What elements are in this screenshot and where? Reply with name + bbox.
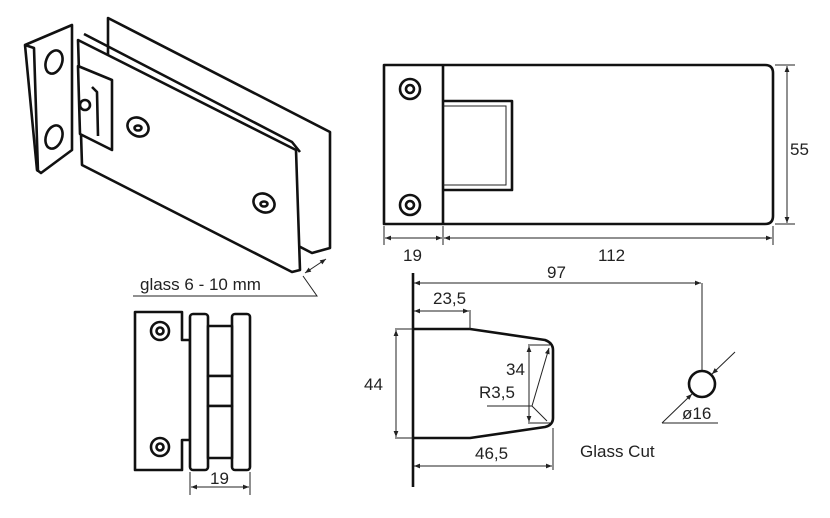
- front-clamp-plate: [76, 38, 302, 274]
- front-view: 55 19 112: [382, 63, 809, 265]
- clamp-length-dimension: 112: [598, 246, 625, 265]
- hinge-knuckle: [76, 64, 114, 152]
- clamp-screw-1: [126, 116, 150, 138]
- front-outline: [382, 63, 775, 226]
- glass-thickness-arrow: [304, 258, 327, 274]
- inner-height-dimension: 34: [506, 360, 525, 379]
- clamp-screw-2: [252, 192, 276, 214]
- hole-distance-dimension: 97: [547, 263, 566, 282]
- wall-plate-hole-bottom: [44, 124, 64, 150]
- hinge-screw: [78, 98, 92, 112]
- mount-hole-top: [398, 77, 422, 101]
- isometric-view: glass 6 - 10 mm: [23, 16, 332, 297]
- glass-cut-title: Glass Cut: [580, 442, 655, 461]
- wall-plate-hole-top: [44, 49, 64, 75]
- mount-hole-bottom: [398, 193, 422, 217]
- radius-dimension: R3,5: [479, 383, 515, 402]
- cut-height-dimension: 44: [364, 375, 383, 394]
- glass-hole: [687, 369, 717, 399]
- glass-cut-outline: [413, 327, 555, 440]
- glass-thickness-label: glass 6 - 10 mm: [140, 275, 261, 294]
- glass-cut-view: 97 23,5 44 34 R3,5 46,5 ø16 Glass Cut: [364, 263, 736, 487]
- cut-length-dimension: 46,5: [475, 444, 508, 463]
- hole-diameter-dimension: ø16: [682, 404, 711, 423]
- side-width-dimension: 19: [210, 469, 229, 488]
- notch-depth-dimension: 23,5: [433, 289, 466, 308]
- height-dimension: 55: [790, 140, 809, 159]
- side-view: 19: [133, 310, 252, 495]
- plate-width-dimension: 19: [403, 246, 422, 265]
